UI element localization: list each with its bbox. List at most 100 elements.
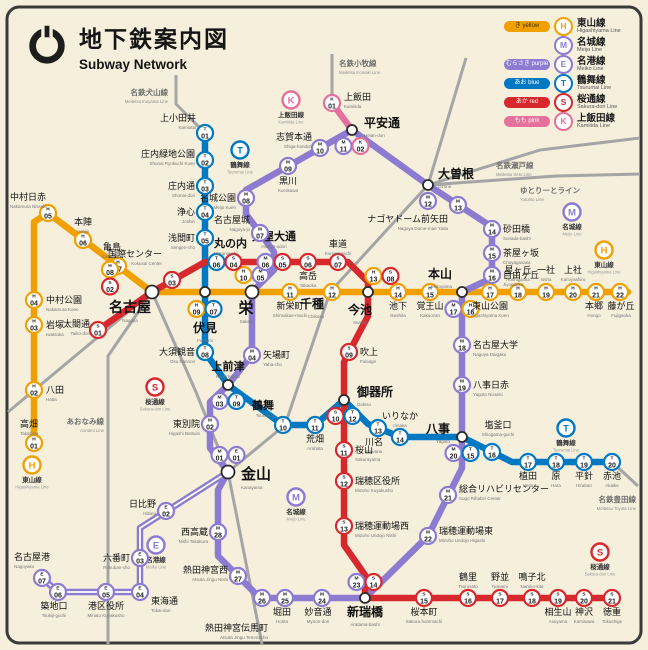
station-code-S05: S05 <box>273 252 292 272</box>
station-label-en: Kamiiida <box>344 104 362 109</box>
legend-line-icon: T <box>554 74 573 93</box>
station-code-number: 10 <box>316 148 324 155</box>
station-code-number: 10 <box>240 275 248 282</box>
legend-line-name-ja: 上飯田線 <box>577 112 616 124</box>
station-code-letter: H <box>32 436 36 442</box>
line-badge-icon <box>145 377 165 397</box>
station-code-number: 03 <box>136 558 144 565</box>
station-code-letter: M <box>355 575 359 581</box>
station-code-letter: S <box>530 591 534 597</box>
station-code-letter: T <box>377 421 380 427</box>
station-code-number: 11 <box>311 425 319 432</box>
station-code-letter: S <box>334 409 338 415</box>
station-code-E04: E04 <box>130 582 150 602</box>
station-label-ja: 瑞穂運動場西 <box>355 520 409 531</box>
station-code-E03: E03 <box>130 548 150 568</box>
railway-label-ja: 名鉄瀬戸線 <box>496 160 534 170</box>
station-label-ja: 星ヶ丘 <box>504 265 531 275</box>
page-title-ja: 地下鉄案内図 <box>79 26 229 52</box>
station-label-en: Ozone <box>438 184 452 189</box>
station-code-E06: E06 <box>48 582 68 602</box>
station-code-T17: T17 <box>518 452 538 472</box>
station-code-M24: M24 <box>312 588 332 608</box>
station-code-letter: E <box>138 551 142 557</box>
station-code-number: 04 <box>136 592 144 599</box>
interchange-node <box>456 286 468 298</box>
station-label-ja: 東海通 <box>151 595 178 606</box>
station-label-ja: 名城公園 <box>200 192 236 203</box>
station-label-en: Kamisawa <box>574 619 595 624</box>
station-label-ja: 港区役所 <box>88 600 124 611</box>
station-code-number: 04 <box>201 212 209 219</box>
legend-color-pill: あか red <box>504 97 550 108</box>
station-code-number: 19 <box>458 385 466 392</box>
station-code-S21: S21 <box>602 588 622 608</box>
station-label-en: Shonai Ryokuchi Koen <box>149 161 195 166</box>
station-label-ja: 大曽根 <box>438 166 474 181</box>
station-label-en: Shiga-hondori <box>284 144 312 149</box>
station-label-ja: 総合リハビリセンター <box>459 483 549 494</box>
interchange-node <box>456 431 468 443</box>
station-code-M15: M15 <box>482 243 502 263</box>
line-badge-icon <box>556 418 576 438</box>
station-code-S16: S16 <box>458 588 478 608</box>
station-code-S04: S04 <box>224 252 243 272</box>
station-label-en: Hongo <box>587 313 601 318</box>
station-label-en: Kurumamichi <box>325 251 351 256</box>
station-label-en: Tsurumai <box>256 413 274 418</box>
station-code-M02: M02 <box>200 414 220 434</box>
station-code-number: 01 <box>30 443 38 450</box>
station-label-en: Imaike <box>353 320 367 325</box>
station-code-letter: S <box>422 591 426 597</box>
station-label-en: Yagoto <box>436 439 450 444</box>
station-label-ja: 神沢 <box>575 606 593 617</box>
station-code-number: 12 <box>424 201 432 208</box>
station-code-M17: M17 <box>444 299 463 319</box>
line-badge-name-en: Meijo Line <box>562 232 582 237</box>
station-code-number: 14 <box>394 292 402 299</box>
station-label-en: Takabata <box>20 431 39 436</box>
station-label-ja: 自由ヶ丘 <box>503 269 539 280</box>
station-code-number: 24 <box>318 598 326 605</box>
station-code-number: 11 <box>340 146 348 153</box>
station-code-E02: E02 <box>156 501 176 521</box>
station-code-H16: H16 <box>461 299 480 319</box>
station-code-letter: H <box>428 285 432 291</box>
station-label-ja: 上小田井 <box>160 112 196 123</box>
station-label-ja: 桜山 <box>355 444 373 455</box>
station-code-letter: E <box>104 585 108 591</box>
station-label-en: Motoyama <box>431 284 453 289</box>
station-code-M16: M16 <box>482 265 502 285</box>
station-code-letter: T <box>235 394 238 400</box>
station-code-letter: S <box>582 591 586 597</box>
station-code-M14: M14 <box>482 219 502 239</box>
station-label-en: Takaoka <box>300 283 317 288</box>
legend-line-name-ja: 東山線 <box>577 17 606 29</box>
station-code-number: 15 <box>420 598 428 605</box>
station-code-number: 14 <box>396 437 404 444</box>
station-label-en: Atsuta Jingu Nishi <box>192 577 228 582</box>
station-code-H13: H13 <box>364 266 383 286</box>
station-label-en: Fushimi <box>197 338 213 343</box>
station-code-number: 11 <box>340 450 348 457</box>
station-code-S12: S12 <box>334 471 354 491</box>
line-badge-letter: K <box>288 95 295 106</box>
station-label-ja: 名古屋 <box>109 299 151 315</box>
line-badge-name-ja: 鶴舞線 <box>556 438 576 447</box>
station-label-ja: 伏見 <box>193 320 217 335</box>
station-code-number: 12 <box>340 481 348 488</box>
legend-color-pill: むらさき purple <box>504 59 550 70</box>
station-code-number: 23 <box>353 582 361 589</box>
legend-line-icon: H <box>554 17 573 36</box>
